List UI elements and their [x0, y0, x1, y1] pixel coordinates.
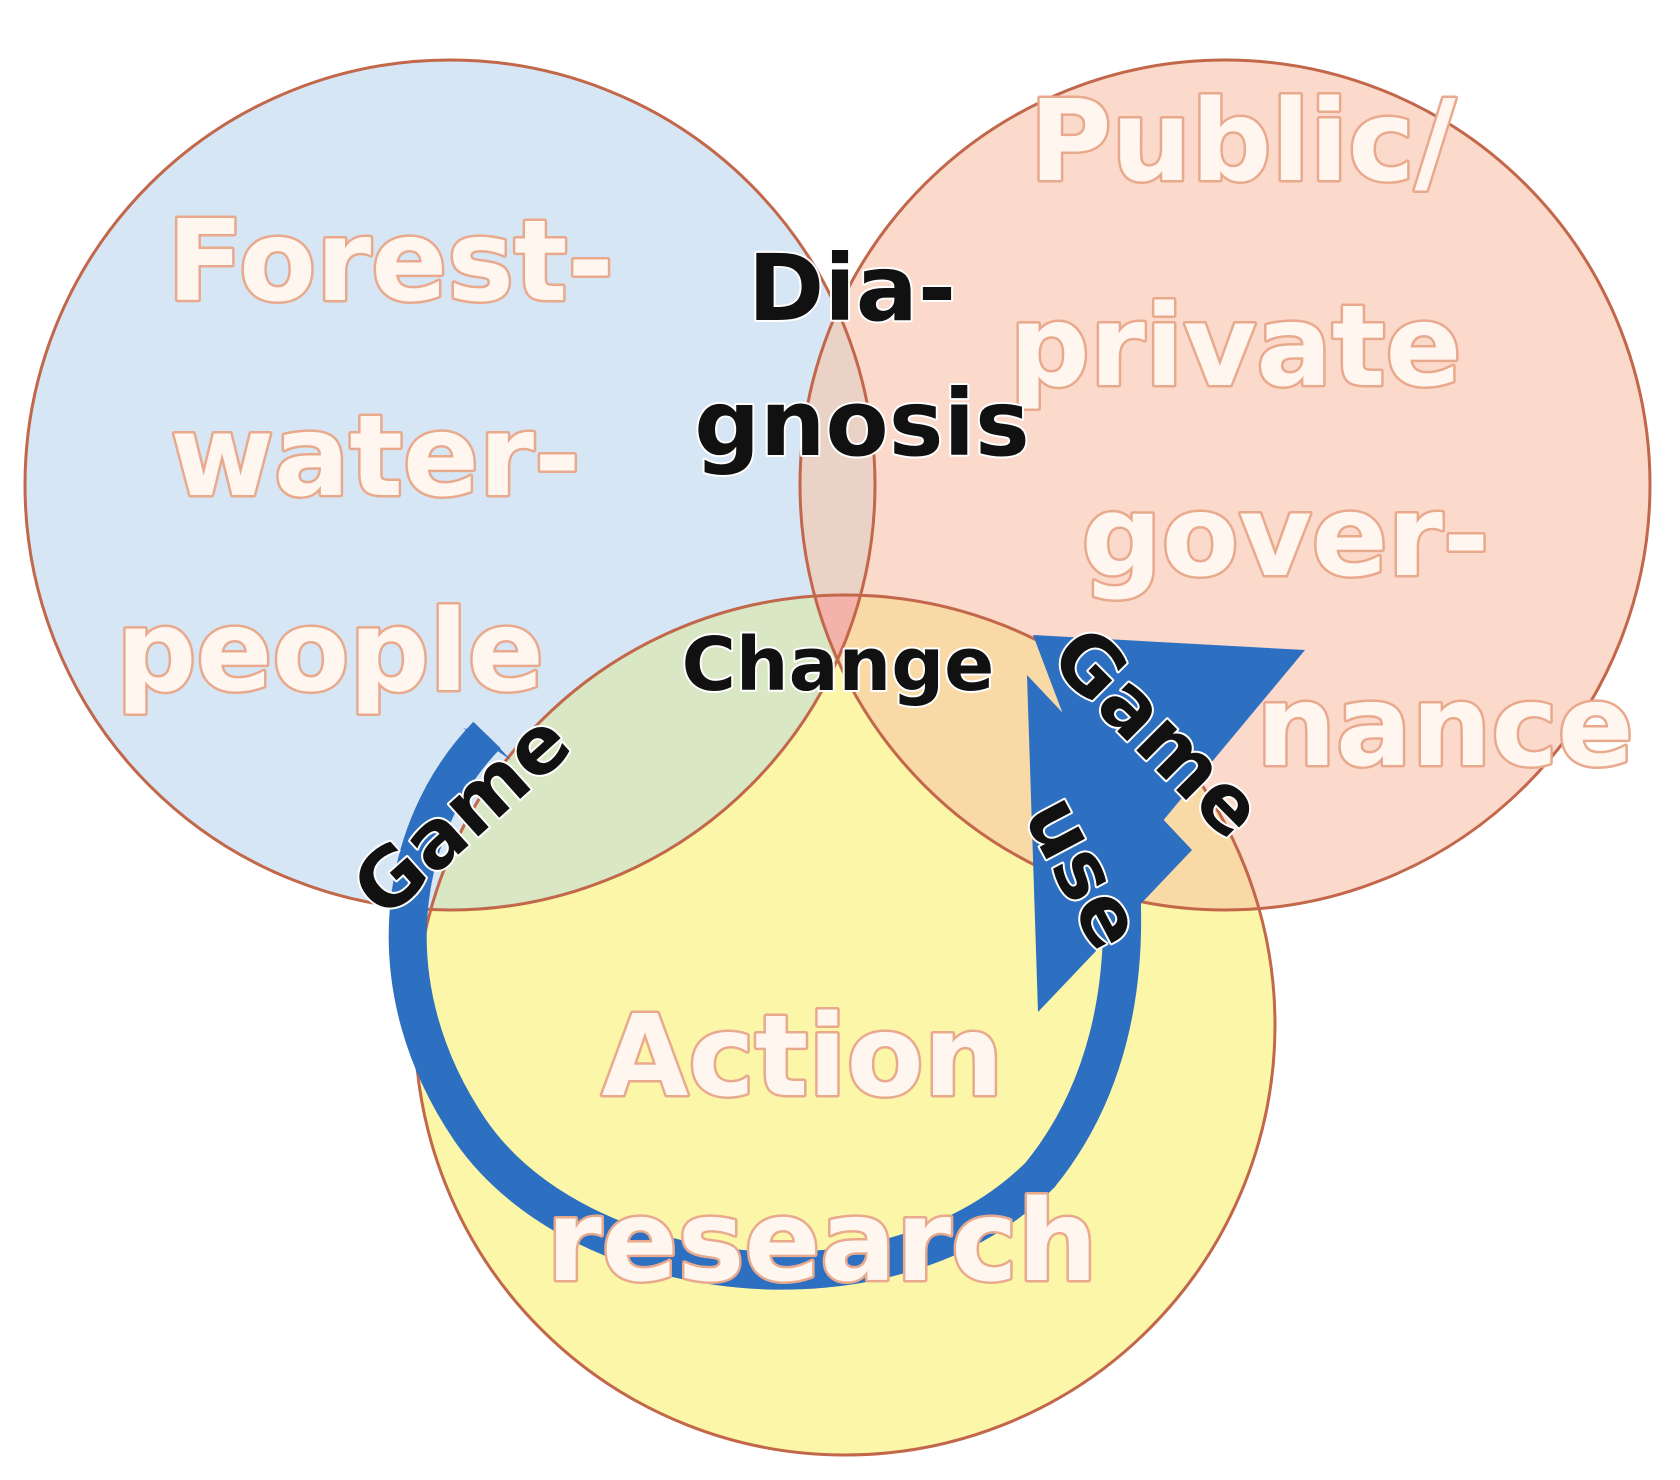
governance-label-line-3: gover-: [1082, 472, 1490, 602]
governance-label-line-1: Public/: [1029, 77, 1455, 207]
forest-label-line-2: water-: [170, 392, 580, 522]
public-private-governance-label: Public/ private gover- nance: [1010, 77, 1634, 792]
action-label-line-1: Action: [602, 992, 1004, 1122]
governance-circle-outline: [798, 58, 1652, 912]
forest-action-overlap: [415, 595, 875, 910]
change-label: Change: [682, 622, 995, 708]
diagnosis-label-line-1: Dia-: [748, 235, 956, 342]
action-research-label: Action research: [547, 992, 1098, 1307]
action-label-line-2: research: [547, 1177, 1098, 1307]
forest-water-people-label: Forest- water- people: [116, 197, 653, 717]
diagnosis-label-line-2: gnosis: [694, 370, 1030, 477]
game-cycle-arrow: [388, 635, 1305, 1290]
diagnosis-label: Dia- gnosis: [694, 235, 1030, 477]
forest-label-line-3: people: [116, 587, 544, 717]
forest-circle-outline: [23, 58, 877, 912]
forest-label-line-1: Forest-: [167, 197, 614, 327]
governance-label-line-2: private: [1010, 282, 1462, 412]
governance-label-line-4: nance: [1256, 662, 1633, 792]
